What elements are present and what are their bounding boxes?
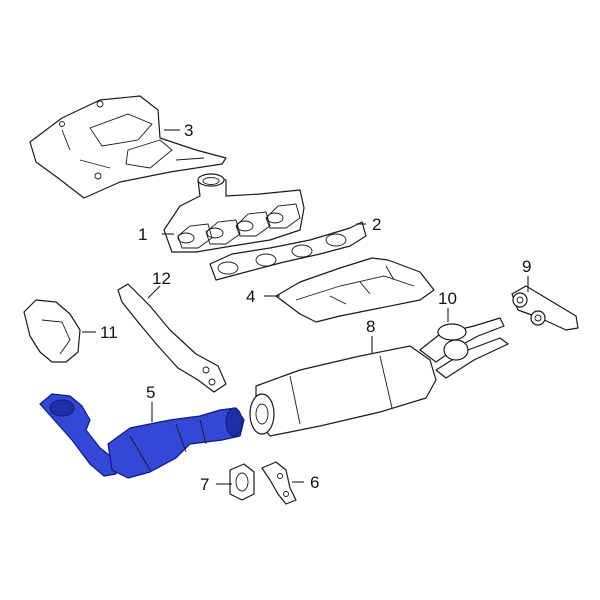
part-5-catalytic-converter bbox=[39, 393, 245, 479]
part-10-tailpipe-hanger bbox=[419, 317, 509, 379]
part-3-heat-shield bbox=[29, 95, 227, 199]
callout-10: 10 bbox=[438, 289, 457, 308]
part-11-shield bbox=[23, 299, 81, 363]
callout-2: 2 bbox=[372, 215, 381, 234]
part-6-clamp-bracket bbox=[261, 461, 297, 505]
callout-9: 9 bbox=[522, 257, 531, 276]
callout-leaders bbox=[82, 129, 529, 485]
callout-12: 12 bbox=[152, 269, 171, 288]
callout-labels: 1 2 3 4 5 6 7 8 9 10 11 12 bbox=[100, 121, 531, 494]
callout-5: 5 bbox=[146, 383, 155, 402]
part-1-exhaust-manifold bbox=[163, 173, 305, 253]
part-7-gasket bbox=[229, 463, 255, 501]
callout-8: 8 bbox=[366, 317, 375, 336]
part-4-lower-heat-shield bbox=[275, 257, 435, 323]
part-8-muffler bbox=[249, 345, 437, 437]
callout-3: 3 bbox=[184, 121, 193, 140]
callout-7: 7 bbox=[200, 475, 209, 494]
part-2-manifold-gasket bbox=[209, 221, 367, 281]
callout-11: 11 bbox=[100, 323, 118, 342]
callout-6: 6 bbox=[310, 473, 319, 492]
callout-4: 4 bbox=[246, 287, 255, 306]
part-9-mount bbox=[511, 285, 579, 331]
callout-1: 1 bbox=[138, 225, 147, 244]
part-12-bracket bbox=[117, 283, 227, 393]
